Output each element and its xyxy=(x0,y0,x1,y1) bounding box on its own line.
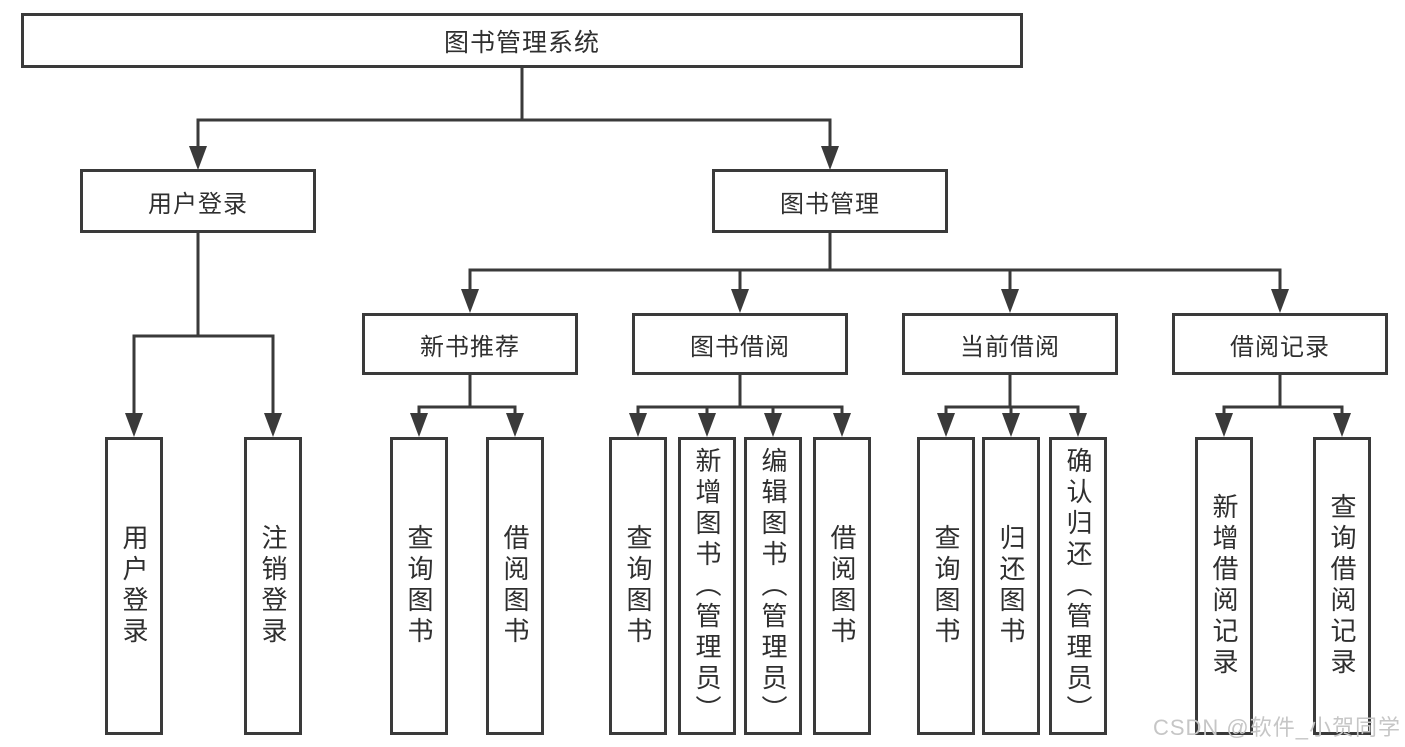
leaf-return-books: 归还图书 xyxy=(982,437,1040,735)
node-label: 图书管理 xyxy=(780,190,880,218)
leaf-borrow-books-borrowing: 借阅图书 xyxy=(813,437,871,735)
node-library-management-system: 图书管理系统 xyxy=(21,13,1023,68)
leaf-add-borrow-record: 新增借阅记录 xyxy=(1195,437,1253,735)
arrowhead-icon xyxy=(410,413,428,437)
node-label: 查询图书 xyxy=(404,524,434,648)
node-label: 查询图书 xyxy=(931,524,961,648)
leaf-borrow-books-recommend: 借阅图书 xyxy=(486,437,544,735)
node-label: 新增借阅记录 xyxy=(1209,493,1239,679)
node-label: 编辑图书（管理员） xyxy=(758,446,788,726)
node-user-login: 用户登录 xyxy=(80,169,316,233)
node-label: 当前借阅 xyxy=(960,333,1060,361)
leaf-query-books-current: 查询图书 xyxy=(917,437,975,735)
node-label: 新书推荐 xyxy=(420,333,520,361)
node-label: 图书借阅 xyxy=(690,333,790,361)
arrowhead-icon xyxy=(937,413,955,437)
watermark: CSDN @软件_小贺同学 xyxy=(1152,715,1401,740)
leaf-logout: 注销登录 xyxy=(244,437,302,735)
arrowhead-icon xyxy=(1001,289,1019,313)
leaf-edit-books-admin: 编辑图书（管理员） xyxy=(744,437,802,735)
node-label: 查询图书 xyxy=(623,524,653,648)
leaf-query-borrow-record: 查询借阅记录 xyxy=(1313,437,1371,735)
node-label: 新增图书（管理员） xyxy=(692,446,722,726)
arrowhead-icon xyxy=(189,146,207,170)
arrowhead-icon xyxy=(1271,289,1289,313)
arrowhead-icon xyxy=(461,289,479,313)
leaf-add-books-admin: 新增图书（管理员） xyxy=(678,437,736,735)
node-book-management: 图书管理 xyxy=(712,169,948,233)
node-label: 归还图书 xyxy=(996,524,1026,648)
arrowhead-icon xyxy=(1069,413,1087,437)
node-new-book-recommend: 新书推荐 xyxy=(362,313,578,375)
arrowhead-icon xyxy=(833,413,851,437)
node-label: 注销登录 xyxy=(258,524,288,648)
arrowhead-icon xyxy=(821,146,839,170)
leaf-confirm-return-admin: 确认归还（管理员） xyxy=(1049,437,1107,735)
arrowhead-icon xyxy=(1333,413,1351,437)
leaf-user-login: 用户登录 xyxy=(105,437,163,735)
arrowhead-icon xyxy=(264,413,282,437)
arrowhead-icon xyxy=(1002,413,1020,437)
node-label: 用户登录 xyxy=(148,190,248,218)
node-label: 图书管理系统 xyxy=(443,28,600,57)
arrowhead-icon xyxy=(629,413,647,437)
node-borrowing-records: 借阅记录 xyxy=(1172,313,1388,375)
node-label: 借阅记录 xyxy=(1230,333,1330,361)
arrowhead-icon xyxy=(125,413,143,437)
node-current-borrowing: 当前借阅 xyxy=(902,313,1118,375)
leaf-query-books-borrowing: 查询图书 xyxy=(609,437,667,735)
node-label: 借阅图书 xyxy=(500,524,530,648)
node-label: 用户登录 xyxy=(119,524,149,648)
arrowhead-icon xyxy=(698,413,716,437)
node-label: 借阅图书 xyxy=(827,524,857,648)
leaf-query-books-recommend: 查询图书 xyxy=(390,437,448,735)
arrowhead-icon xyxy=(731,289,749,313)
node-label: 查询借阅记录 xyxy=(1327,493,1357,679)
arrowhead-icon xyxy=(1215,413,1233,437)
node-label: 确认归还（管理员） xyxy=(1063,446,1093,726)
node-book-borrowing: 图书借阅 xyxy=(632,313,848,375)
arrowhead-icon xyxy=(764,413,782,437)
arrowhead-icon xyxy=(506,413,524,437)
